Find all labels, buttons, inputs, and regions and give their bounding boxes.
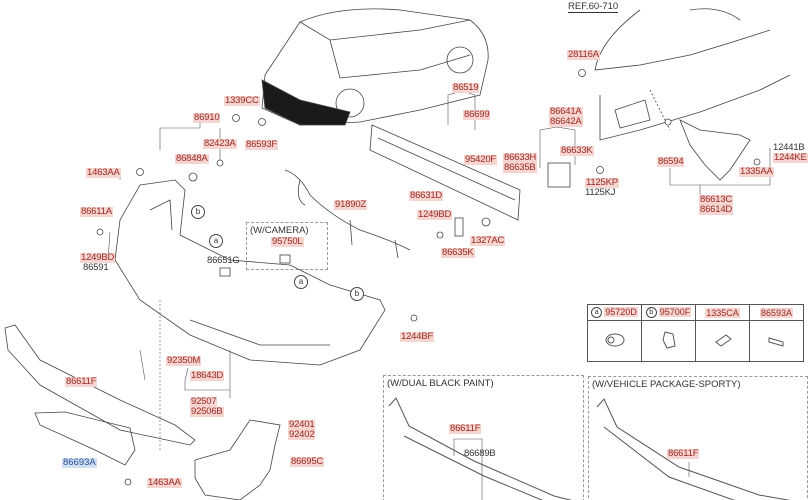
part-label-82423A[interactable]: 82423A [203, 138, 237, 149]
part-label-86689B[interactable]: 86689B [464, 448, 496, 459]
part-label-1339CC[interactable]: 1339CC [224, 95, 260, 106]
part-label-86613C[interactable]: 86613C [699, 194, 734, 205]
side-bracket [679, 119, 751, 181]
part-label-92507[interactable]: 92507 [190, 396, 218, 407]
part-label-86635B[interactable]: 86635B [503, 162, 537, 173]
part-label-95750L[interactable]: 95750L [271, 236, 304, 247]
part-label-1335AA[interactable]: 1335AA [739, 166, 774, 177]
table-header-86593A[interactable]: 86593A [749, 304, 804, 321]
sporty-box-title: (W/VEHICLE PACKAGE-SPORTY) [592, 379, 741, 390]
part-label-28116A[interactable]: 28116A [567, 49, 600, 60]
part-label-1463AA[interactable]: 1463AA [86, 167, 121, 178]
part-label-18643D[interactable]: 18643D [190, 370, 225, 381]
part-label-86611F-sporty[interactable]: 86611F [667, 448, 700, 459]
part-label-95420F[interactable]: 95420F [464, 154, 498, 165]
part-label-86593F[interactable]: 86593F [245, 139, 279, 150]
diffuser [194, 419, 281, 500]
part-label-86848A[interactable]: 86848A [175, 153, 209, 164]
wiring-harness [284, 169, 411, 259]
part-label-86611A[interactable]: 86611A [80, 206, 113, 217]
part-label-86651G[interactable]: 86651G [207, 255, 240, 266]
part-label-86611F[interactable]: 86611F [65, 376, 98, 387]
part-label-86633K[interactable]: 86633K [560, 145, 594, 156]
part-label-86594[interactable]: 86594 [657, 156, 685, 167]
part-label-86641A[interactable]: 86641A [549, 106, 583, 117]
table-header-1335CA[interactable]: 1335CA [695, 304, 750, 321]
callout-a: a [209, 234, 223, 248]
lower-lip-sporty-illustration [596, 398, 791, 500]
part-label-86695C[interactable]: 86695C [290, 456, 325, 467]
bumper-cover [114, 179, 386, 366]
lower-panel [34, 411, 136, 466]
dual-black-box-title: (W/DUAL BLACK PAINT) [387, 378, 494, 389]
quarter-panel-illustration [594, 8, 791, 141]
lower-lip [4, 324, 196, 446]
reference-label: REF.60-710 [568, 1, 619, 13]
sporty-package-box: (W/VEHICLE PACKAGE-SPORTY) 86611F [588, 376, 808, 500]
camera-option-box: (W/CAMERA) 95750L [246, 222, 328, 270]
part-label-1244BF[interactable]: 1244BF [400, 331, 435, 342]
bumper-beam [369, 124, 521, 221]
sensor-icon [587, 320, 642, 362]
car-illustration [261, 8, 489, 126]
dual-black-paint-box: (W/DUAL BLACK PAINT) 86611F 86689B [383, 375, 584, 500]
part-label-86693A[interactable]: 86693A [62, 457, 97, 468]
part-label-86635K[interactable]: 86635K [441, 247, 475, 258]
part-label-92401[interactable]: 92401 [288, 419, 316, 430]
camera-box-title: (W/CAMERA) [250, 225, 309, 236]
part-label-86614D[interactable]: 86614D [699, 204, 734, 215]
part-label-1125KJ[interactable]: 1125KJ [585, 187, 616, 198]
part-label-1249BD-right[interactable]: 1249BD [417, 209, 453, 220]
callout-b: b [191, 205, 205, 219]
part-label-86519[interactable]: 86519 [452, 82, 480, 93]
part-label-92402[interactable]: 92402 [288, 429, 316, 440]
part-label-1463AA-bottom[interactable]: 1463AA [147, 477, 182, 488]
part-label-12441B[interactable]: 12441B [773, 142, 805, 153]
part-label-92506B[interactable]: 92506B [190, 406, 224, 417]
part-label-92350M[interactable]: 92350M [166, 355, 202, 366]
part-label-86591[interactable]: 86591 [83, 262, 109, 273]
part-label-91890Z[interactable]: 91890Z [334, 199, 368, 210]
part-label-86699[interactable]: 86699 [463, 109, 491, 120]
callout-b: b [350, 287, 364, 301]
part-label-1125KP[interactable]: 1125KP [585, 177, 619, 188]
part-label-86633H[interactable]: 86633H [503, 152, 538, 163]
part-label-1244KE[interactable]: 1244KE [773, 152, 808, 163]
part-label-86611F-dual[interactable]: 86611F [449, 423, 482, 434]
sensor-bracket-icon [641, 320, 696, 362]
part-label-86631D[interactable]: 86631D [409, 190, 444, 201]
part-label-86910[interactable]: 86910 [193, 112, 221, 123]
part-label-86642A[interactable]: 86642A [549, 116, 583, 127]
part-label-1249BD-left[interactable]: 1249BD [80, 252, 116, 263]
clip-icon [695, 320, 750, 362]
callout-a: a [294, 275, 308, 289]
pad-icon [749, 320, 804, 362]
part-label-1327AC[interactable]: 1327AC [470, 235, 506, 246]
lower-lip-dual-illustration [388, 397, 573, 500]
